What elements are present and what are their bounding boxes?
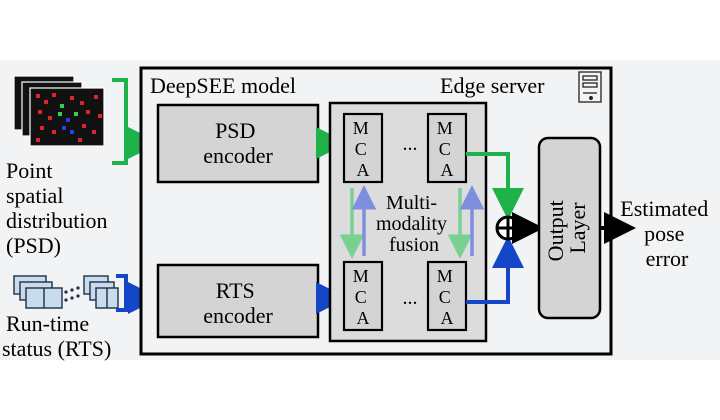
psd-label-line: spatial [6, 183, 63, 208]
mca-letter: M [437, 266, 453, 286]
point-dot [52, 93, 56, 97]
point-dot [36, 138, 40, 142]
svg-text:M C A: M C A [437, 266, 458, 328]
point-dot [82, 124, 86, 128]
point-dot [94, 95, 98, 99]
psd-label-line: Point [6, 158, 52, 183]
mca-letter: A [357, 308, 370, 328]
point-dot [86, 110, 90, 114]
point-dot [70, 130, 74, 134]
svg-text:M C A: M C A [353, 266, 374, 328]
rts-input-label: Run-time status (RTS) [2, 311, 111, 361]
svg-text:M C A: M C A [353, 118, 374, 180]
fusion-label-line: Multi- [386, 192, 437, 214]
point-dot [66, 118, 70, 122]
rts-status-icon [13, 275, 119, 309]
fusion-label-line: modality [376, 213, 447, 235]
mca-module-top-right: M C A [426, 112, 468, 184]
output-layer-line: Output [543, 200, 568, 261]
psd-label-line: (PSD) [6, 233, 61, 258]
mca-module-bottom-left: M C A [342, 260, 384, 332]
sum-node-icon [495, 215, 521, 241]
point-dot [98, 114, 102, 118]
mca-letter: M [353, 118, 369, 138]
mca-letter: M [437, 118, 453, 138]
point-dot [74, 112, 78, 116]
rts-brace [116, 274, 128, 312]
point-dot [78, 138, 82, 142]
server-icon [578, 71, 602, 103]
rts-label-line: status (RTS) [2, 336, 111, 361]
point-dot [92, 130, 96, 134]
point-dot [70, 96, 74, 100]
psd-fusion-output-arrow [466, 152, 524, 220]
fusion-label: Multi- modality fusion [376, 192, 452, 256]
rts-encoder-line: RTS [216, 278, 255, 303]
mca-module-top-left: M C A [342, 112, 384, 184]
point-dot [38, 110, 42, 114]
model-title: DeepSEE model [150, 73, 296, 98]
point-dot [60, 104, 64, 108]
mca-ellipsis-top: ... [403, 133, 418, 155]
rts-fusion-output-arrow [466, 236, 524, 304]
point-dot [36, 94, 40, 98]
result-line: error [646, 246, 689, 271]
rts-dotted-connector [64, 286, 80, 302]
psd-encoder-box [156, 103, 320, 184]
mca-ellipsis-bottom: ... [403, 287, 418, 309]
psd-brace [112, 78, 128, 165]
psd-encoder-line: encoder [203, 143, 273, 168]
result-line: pose [644, 221, 684, 246]
point-dot [48, 116, 52, 120]
point-dot [44, 100, 48, 104]
rts-encoder-line: encoder [203, 303, 273, 328]
estimated-pose-error-label: Estimated pose error [620, 196, 713, 271]
mca-letter: A [357, 160, 370, 180]
point-dot [52, 130, 56, 134]
output-layer-label: Output Layer [543, 195, 590, 262]
mca-letter: C [439, 287, 451, 307]
mca-letter: C [355, 287, 367, 307]
psd-label-line: distribution [6, 208, 107, 233]
svg-text:M C A: M C A [437, 118, 458, 180]
mca-module-bottom-right: M C A [426, 260, 468, 332]
fusion-label-line: fusion [389, 234, 439, 256]
rts-encoder-box [156, 263, 320, 339]
mca-letter: A [441, 160, 454, 180]
mca-letter: C [355, 139, 367, 159]
result-line: Estimated [620, 196, 708, 221]
mca-letter: C [439, 139, 451, 159]
point-dot [80, 101, 84, 105]
edge-server-label: Edge server [440, 73, 545, 98]
output-layer-line: Layer [565, 202, 590, 254]
psd-encoder-label: PSD encoder [203, 118, 273, 168]
psd-encoder-line: PSD [215, 118, 255, 143]
point-dot [58, 112, 62, 116]
rts-label-line: Run-time [6, 311, 89, 336]
psd-input-label: Point spatial distribution (PSD) [6, 158, 113, 258]
rts-encoder-label: RTS encoder [203, 278, 273, 328]
point-dot [62, 126, 66, 130]
mca-letter: A [441, 308, 454, 328]
point-dot [40, 126, 44, 130]
psd-point-cloud-icon [13, 75, 105, 147]
mca-letter: M [353, 266, 369, 286]
